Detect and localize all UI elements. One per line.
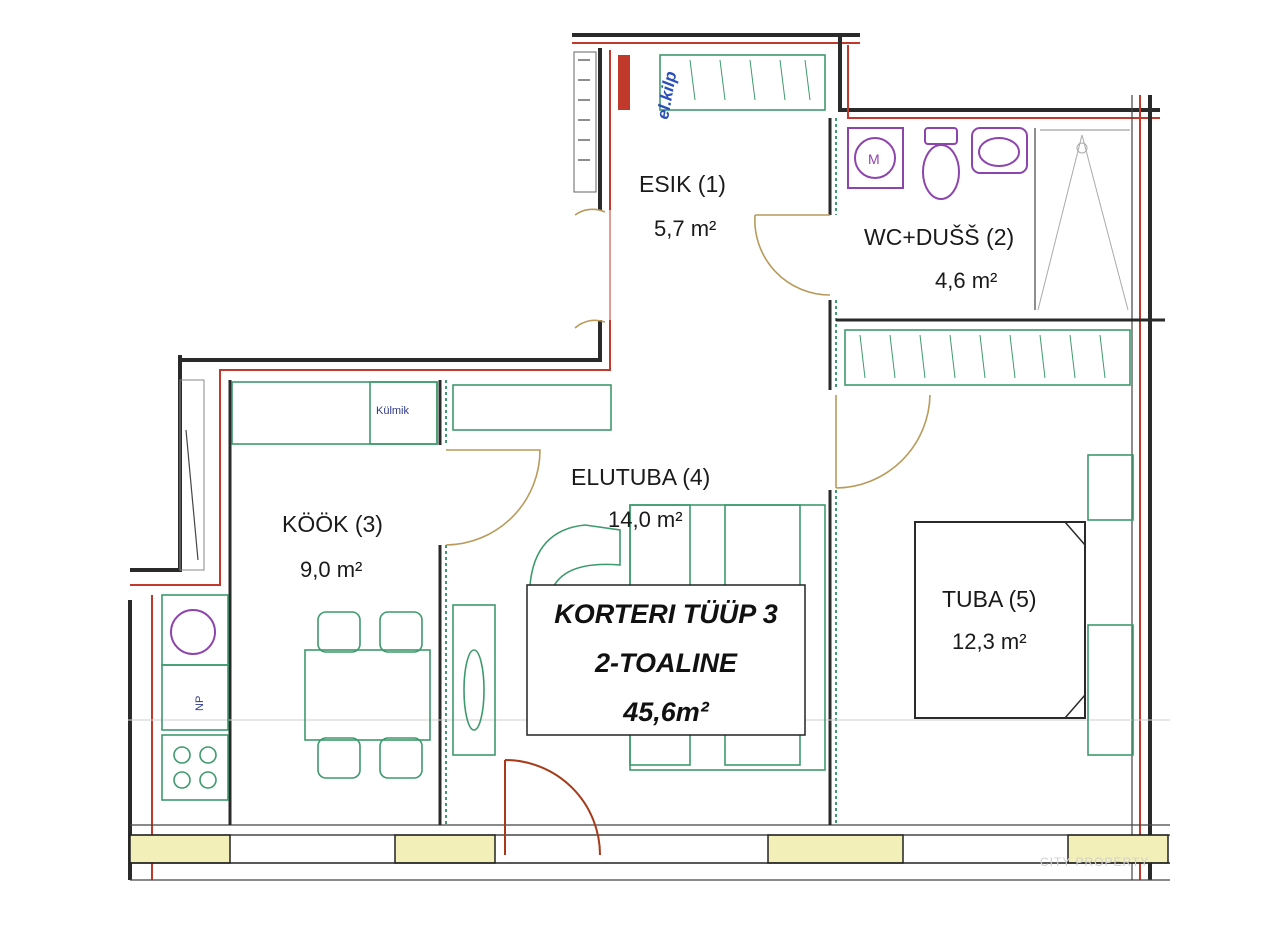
svg-text:ELUTUBA (4): ELUTUBA (4) <box>571 464 710 490</box>
room-label-tuba: TUBA (5) 12,3 m² <box>942 586 1037 654</box>
room-label-elutuba: ELUTUBA (4) 14,0 m² <box>571 464 710 532</box>
room-label-wc: WC+DUŠŠ (2) 4,6 m² <box>864 223 1014 293</box>
svg-text:KÖÖK (3): KÖÖK (3) <box>282 511 383 537</box>
room-label-esik: ESIK (1) 5,7 m² <box>639 171 726 241</box>
watermark: CITY PROPERTY <box>1040 855 1149 869</box>
el-kilp-label: el.kilp <box>653 70 680 121</box>
apartment-total-area: 45,6m² <box>622 697 710 727</box>
apartment-type-box: KORTERI TÜÜP 3 2-TOALINE 45,6m² <box>526 584 806 736</box>
svg-text:ESIK (1): ESIK (1) <box>639 171 726 197</box>
doors <box>445 208 931 856</box>
svg-text:5,7 m²: 5,7 m² <box>654 216 716 241</box>
kulmik-label: Külmik <box>376 405 410 417</box>
svg-text:4,6 m²: 4,6 m² <box>935 268 997 293</box>
np-label: NP <box>194 696 206 711</box>
bedroom-furniture <box>914 454 1134 756</box>
interior-walls <box>128 118 1170 825</box>
tuba-wardrobe <box>844 329 1131 386</box>
svg-text:TUBA (5): TUBA (5) <box>942 586 1037 612</box>
wc-fixtures: M <box>847 127 1130 311</box>
svg-text:14,0 m²: 14,0 m² <box>608 507 683 532</box>
svg-text:12,3 m²: 12,3 m² <box>952 629 1027 654</box>
room-label-kook: KÖÖK (3) 9,0 m² <box>282 511 383 582</box>
entrance-wardrobe <box>659 54 826 111</box>
svg-text:M: M <box>868 151 880 167</box>
kitchen-furniture: Külmik NP <box>161 381 438 801</box>
svg-text:WC+DUŠŠ (2): WC+DUŠŠ (2) <box>864 223 1014 250</box>
outer-walls <box>128 33 1170 881</box>
svg-text:9,0 m²: 9,0 m² <box>300 557 362 582</box>
electrical-panel: el.kilp <box>618 55 680 121</box>
apartment-type: KORTERI TÜÜP 3 <box>554 599 778 629</box>
bottom-wall-sections <box>129 834 1170 864</box>
apartment-rooms: 2-TOALINE <box>594 648 738 678</box>
